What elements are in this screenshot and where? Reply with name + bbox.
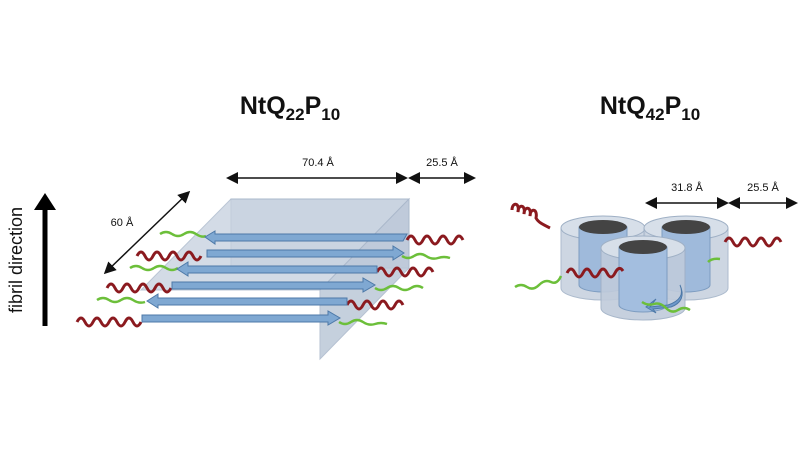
- strand-4: [105, 277, 424, 294]
- cylinder-front: [600, 235, 686, 321]
- beta-strands: [75, 230, 465, 328]
- strand-1: [159, 230, 465, 246]
- width-dimension-label: 31.8 Å: [671, 181, 703, 194]
- coil-front: [641, 300, 691, 313]
- helix-top-left: [510, 202, 551, 230]
- strand-6: [75, 310, 388, 328]
- fibril-direction-indicator: fibril direction: [6, 193, 56, 326]
- arrow-head-icon: [34, 193, 56, 210]
- depth-dimension-arrow: [103, 190, 191, 275]
- tail-dimension-label: 25.5 Å: [747, 181, 779, 194]
- strand-2: [135, 245, 451, 262]
- left-panel-title: NtQ22P10: [240, 92, 340, 124]
- depth-dimension-label: 60 Å: [111, 216, 134, 229]
- strand-3: [129, 261, 435, 278]
- sheet-box: [139, 197, 411, 361]
- curved-strand-arrow: [645, 284, 683, 314]
- right-panel-title: NtQ42P10: [600, 92, 700, 124]
- width-dimension-label: 70.4 Å: [302, 156, 334, 169]
- coil-left: [514, 275, 563, 290]
- coil-right: [707, 257, 721, 263]
- helix-center: [565, 266, 625, 279]
- strand-5: [96, 293, 405, 311]
- fibril-direction-label: fibril direction: [6, 207, 26, 313]
- right-panel-ntq42p10: NtQ42P10 31.8 Å 25.5 Å: [510, 92, 798, 321]
- helix-right: [723, 236, 783, 248]
- left-panel-ntq22p10: NtQ22P10 70.4 Å 25.5 Å 60 Å: [75, 92, 476, 361]
- tail-dimension-label: 25.5 Å: [426, 156, 458, 169]
